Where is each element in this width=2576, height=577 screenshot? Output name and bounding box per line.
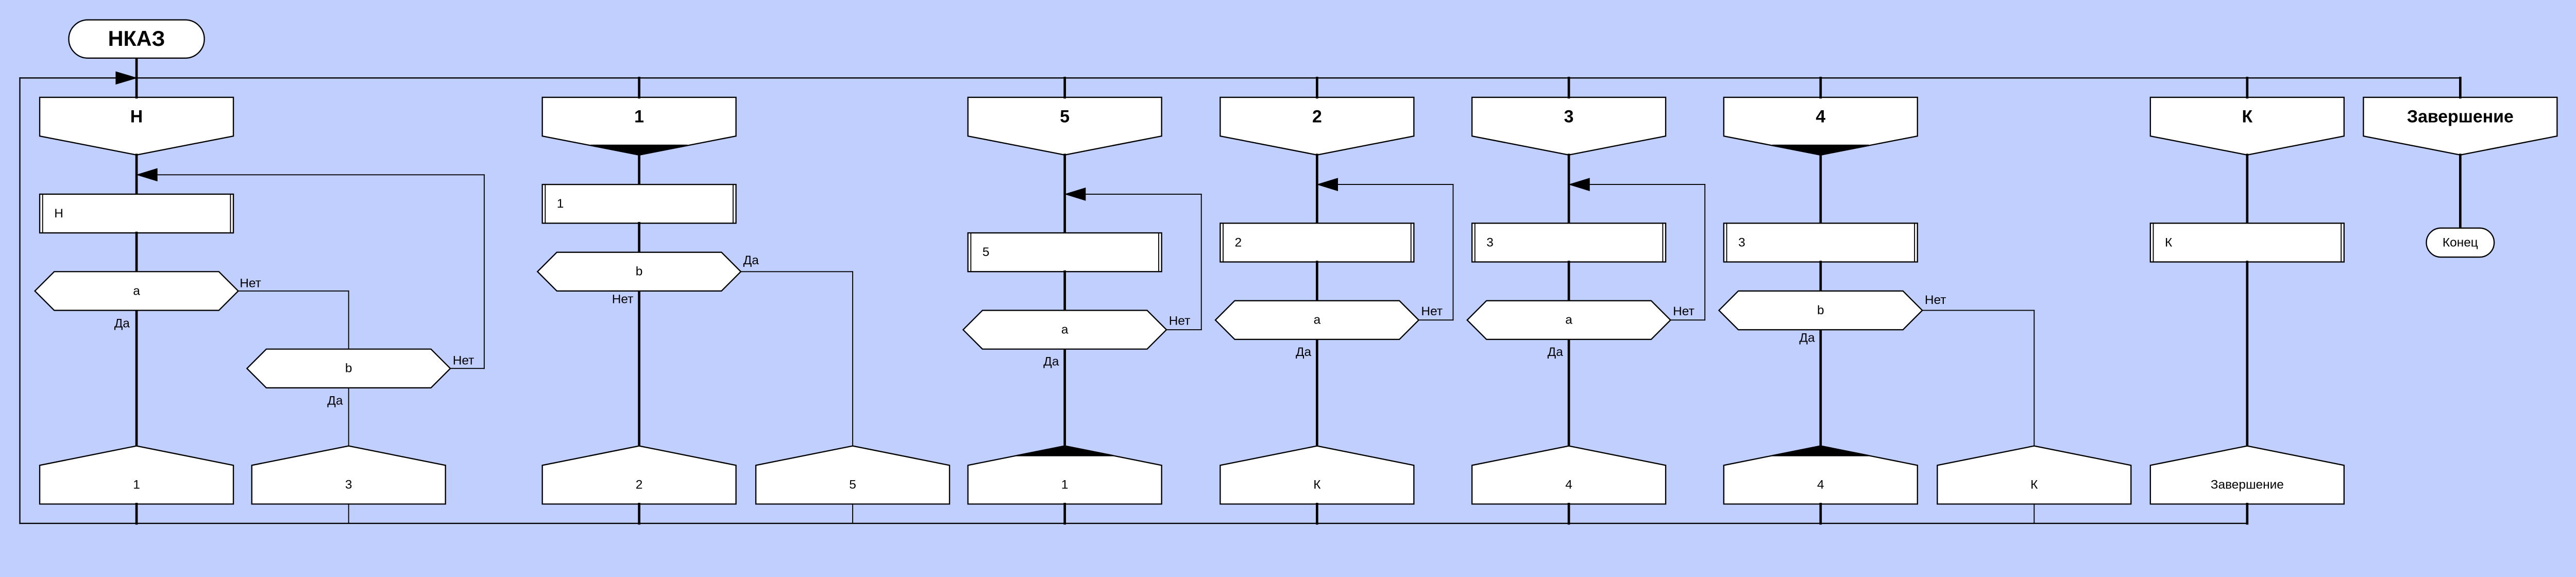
yes-label: Да (1799, 331, 1815, 345)
branch-header-label: 5 (1060, 107, 1070, 127)
action-box (1471, 223, 1667, 263)
question-label: a (1565, 313, 1572, 327)
no-label: Нет (1925, 293, 1946, 307)
yes-label: Да (114, 316, 130, 330)
branch-header-label: 4 (1816, 107, 1825, 127)
branch-header-label: 2 (1312, 107, 1322, 127)
question-shape (1718, 290, 1923, 331)
no-label: Нет (612, 292, 634, 306)
exit-address-shape (755, 445, 951, 505)
yes-label: Да (1296, 345, 1312, 359)
exit-address-label: 4 (1565, 478, 1572, 491)
exit-address-label: 1 (1061, 478, 1069, 491)
exit-address-label: Завершение (2211, 478, 2284, 491)
question-label: b (1817, 303, 1824, 317)
no-label: Нет (240, 276, 261, 290)
branch-header-shape (2149, 96, 2345, 156)
question-label: a (1061, 323, 1069, 337)
branch-header-shape (1471, 96, 1667, 156)
question-label: b (636, 265, 643, 279)
exit-address-shape (1937, 445, 2132, 505)
end-label: Конец (2443, 235, 2478, 249)
yes-label: Да (1043, 355, 1059, 369)
exit-address-label: 1 (133, 478, 140, 491)
loop-arrow-icon (1064, 188, 1086, 201)
question-shape (1214, 300, 1420, 341)
action-box (2149, 223, 2345, 263)
end-pill (2426, 227, 2495, 258)
branch-header-label: 1 (634, 107, 644, 127)
exit-address-label: 4 (1817, 478, 1824, 491)
exit-address-label: К (1313, 478, 1321, 491)
question-shape (962, 310, 1167, 350)
branch-header-shape (2363, 96, 2558, 156)
exit-address-label: 5 (849, 478, 856, 491)
branch-header-label: К (2242, 107, 2252, 127)
exit-address-shape (1471, 445, 1667, 505)
no-label: Нет (1169, 314, 1191, 328)
exit-address-label: К (2030, 478, 2038, 491)
action-label: 3 (1738, 235, 1745, 249)
branch-header-label: Н (130, 107, 143, 127)
yes-label: Да (743, 253, 759, 267)
exit-address-shape (39, 445, 234, 505)
question-label: a (133, 284, 140, 298)
exit-address-label: 3 (345, 478, 352, 491)
loop-arrow-icon (1568, 178, 1590, 191)
exit-address-shape (1219, 445, 1415, 505)
action-box (1219, 223, 1415, 263)
yes-label: Да (1548, 345, 1564, 359)
exit-address-label: 2 (636, 478, 643, 491)
action-box (541, 183, 737, 224)
exit-address-marker (1772, 445, 1870, 456)
action-label: К (2165, 235, 2173, 249)
branch-header-marker (590, 144, 688, 156)
branch-header-shape (1219, 96, 1415, 156)
branch-header-label: 3 (1564, 107, 1574, 127)
question-shape (536, 251, 742, 292)
action-box (1723, 223, 1918, 263)
exit-address-shape (541, 445, 737, 505)
question-label: b (345, 362, 352, 376)
title-pill (68, 19, 205, 59)
action-box (967, 232, 1162, 273)
branch-header-marker (1772, 144, 1870, 156)
question-shape (246, 348, 451, 388)
no-label: Нет (1421, 304, 1443, 318)
exit-address-marker (1016, 445, 1113, 456)
arrow-right-icon (115, 71, 138, 85)
exit-address-shape (2149, 445, 2345, 505)
diagram-title: НКАЗ (108, 27, 165, 50)
no-label: Нет (453, 354, 474, 368)
question-shape (1466, 300, 1672, 341)
loop-arrow-icon (1316, 178, 1338, 191)
branch-header-shape (39, 96, 234, 156)
action-label: 2 (1235, 235, 1242, 249)
yes-label: Да (327, 394, 343, 408)
action-label: 5 (982, 245, 990, 259)
exit-address-shape (251, 445, 446, 505)
action-box (39, 193, 234, 234)
loop-arrow-icon (135, 168, 158, 182)
branch-header-label: Завершение (2407, 107, 2514, 127)
action-label: 1 (557, 197, 564, 211)
no-label: Нет (1673, 304, 1694, 318)
action-label: Н (54, 207, 63, 220)
branch-header-shape (967, 96, 1162, 156)
question-label: a (1314, 313, 1321, 327)
action-label: 3 (1486, 235, 1494, 249)
